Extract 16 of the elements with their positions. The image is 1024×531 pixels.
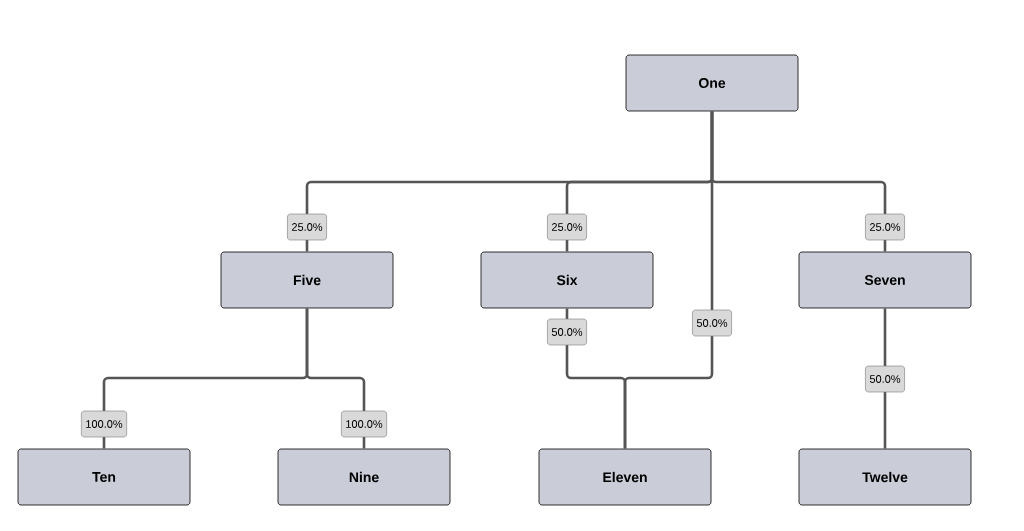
process-box: Five [220,251,394,309]
process-box: Six [480,251,654,309]
edge-label: 25.0% [547,213,587,241]
edge-label: 50.0% [692,309,732,337]
process-box: Nine [277,448,451,506]
edge-label: 100.0% [341,410,387,438]
edge-label: 50.0% [547,318,587,346]
process-box: One [625,54,799,112]
edge-label: 25.0% [287,213,327,241]
edge-label: 50.0% [865,365,905,393]
process-box: Ten [17,448,191,506]
process-box: Twelve [798,448,972,506]
edge-label: 100.0% [81,410,127,438]
process-box: Eleven [538,448,712,506]
process-box: Seven [798,251,972,309]
edge-label: 25.0% [865,213,905,241]
